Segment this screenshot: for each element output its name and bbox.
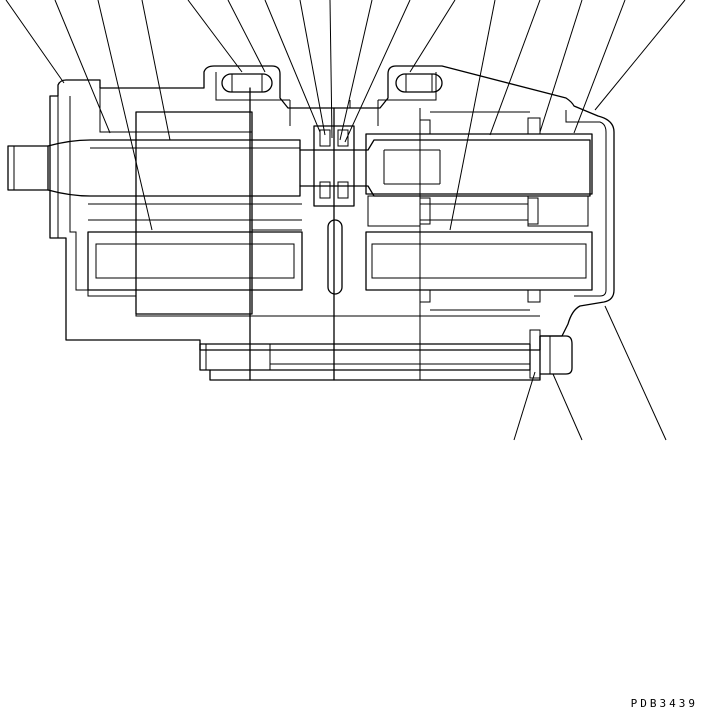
bolt-washer bbox=[529, 329, 541, 379]
dowel-pin bbox=[395, 73, 443, 93]
retaining-clip bbox=[527, 289, 541, 303]
leader-line bbox=[344, 0, 411, 143]
seal-block bbox=[527, 195, 589, 227]
leader-line bbox=[141, 0, 171, 141]
dowel-pin bbox=[221, 73, 273, 93]
rear-gear-set bbox=[365, 111, 593, 311]
housing-inner-contour bbox=[215, 72, 290, 101]
housing-inner-contour bbox=[69, 96, 250, 317]
seal-block bbox=[367, 195, 421, 227]
bearing-roller bbox=[337, 181, 349, 199]
leader-line bbox=[227, 0, 266, 73]
leader-line bbox=[187, 0, 243, 73]
front-gear-set bbox=[87, 111, 303, 315]
leader-line bbox=[489, 0, 541, 136]
body-section-lines bbox=[250, 100, 540, 317]
leader-line bbox=[409, 0, 456, 73]
driven-gear bbox=[87, 231, 303, 291]
coupling-bearing bbox=[313, 125, 355, 207]
rear-gear-core bbox=[371, 243, 587, 279]
housing-inner-contour bbox=[378, 72, 437, 101]
housing-outline bbox=[49, 65, 615, 351]
shaft-taper bbox=[47, 139, 301, 197]
leader-lines-bottom bbox=[513, 305, 667, 441]
bolt-shank bbox=[199, 343, 531, 371]
front-gear-block bbox=[135, 111, 253, 315]
retaining-clip bbox=[419, 119, 431, 135]
drive-shaft bbox=[7, 139, 301, 197]
housing-inner-contour bbox=[565, 110, 607, 297]
leader-line bbox=[594, 0, 686, 111]
bearing-roller bbox=[337, 129, 349, 147]
driven-gear-core bbox=[95, 243, 295, 279]
leader-line bbox=[539, 0, 583, 133]
pump-housing bbox=[49, 65, 615, 351]
leader-line bbox=[299, 0, 326, 136]
leader-line bbox=[54, 0, 111, 134]
leader-line bbox=[264, 0, 321, 133]
retaining-clip bbox=[419, 289, 431, 303]
rear-gear-lower bbox=[365, 231, 593, 291]
housing-step bbox=[99, 88, 136, 133]
bearing-roller bbox=[319, 129, 331, 147]
bolt-lower-plate bbox=[209, 369, 541, 381]
retaining-clip bbox=[527, 117, 541, 135]
leader-line bbox=[97, 0, 153, 231]
through-bolt bbox=[199, 329, 573, 381]
bolt-head bbox=[539, 335, 573, 375]
leader-line bbox=[329, 0, 333, 139]
leader-line bbox=[449, 0, 496, 231]
retaining-clip bbox=[419, 197, 431, 225]
retaining-clip bbox=[527, 197, 539, 225]
top-dowel-right bbox=[395, 73, 443, 93]
leader-line bbox=[573, 0, 626, 134]
bearing-roller bbox=[319, 181, 331, 199]
leader-line bbox=[513, 371, 536, 441]
leader-line bbox=[339, 0, 373, 141]
leader-line bbox=[552, 373, 583, 441]
coupling-shaft bbox=[299, 139, 591, 197]
drain-slot bbox=[327, 219, 343, 295]
leader-line bbox=[604, 305, 667, 441]
rear-gear-upper bbox=[365, 133, 593, 195]
shaft-end bbox=[7, 145, 49, 191]
leader-line bbox=[5, 0, 65, 84]
top-dowel-left bbox=[221, 73, 273, 93]
drawing-code-label: PDB3439 bbox=[630, 697, 698, 710]
